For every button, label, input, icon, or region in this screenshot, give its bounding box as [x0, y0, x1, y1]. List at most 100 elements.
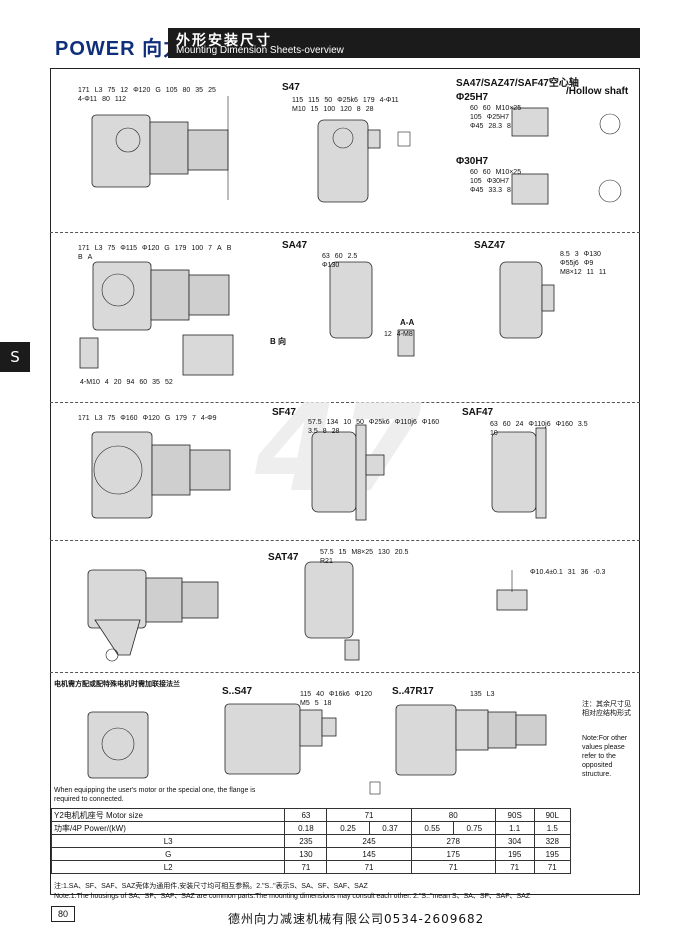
dimension-label: Φ45	[470, 187, 484, 194]
dimension-label: Φ120	[354, 691, 372, 698]
sa47-front-view	[329, 261, 415, 357]
dimension-label: M8×12	[560, 269, 582, 276]
table-cell: 63	[284, 808, 328, 822]
dimension-label: 50	[324, 97, 333, 104]
side-tab: S	[0, 342, 30, 372]
table-cell: 145	[326, 847, 412, 861]
side-note-cn: 注：其余尺寸见相对应结构形式	[582, 701, 631, 717]
section-divider	[50, 672, 640, 673]
dimension-label: 28	[331, 428, 340, 435]
dimension-label: Φ25k6	[368, 419, 390, 426]
dimension-label: 75	[107, 415, 116, 422]
table-cell: Y2电机机座号 Motor size	[50, 808, 286, 822]
dimension-label: 8	[322, 428, 327, 435]
table-cell: 71	[326, 860, 412, 874]
table-cell: G	[50, 847, 286, 861]
dimension-label: 52	[164, 379, 173, 386]
dimension-label: 7	[208, 245, 213, 252]
dimension-label: 4-M10	[80, 379, 100, 386]
dimension-label: 115	[292, 97, 304, 104]
s-47r17-view	[395, 704, 547, 776]
dimension-label: 4-Φ9	[200, 415, 217, 422]
dimension-label: 179	[362, 97, 375, 104]
dimension-label: Φ110j6	[394, 419, 417, 426]
dimension-label: Φ55j6	[560, 260, 579, 267]
dimension-label: 60	[482, 169, 491, 176]
dimension-label: 120	[340, 106, 352, 113]
dimension-label: 171	[78, 245, 90, 252]
dimension-label: M10	[292, 106, 306, 113]
table-cell: 175	[410, 847, 496, 861]
table-cell: L3	[50, 834, 286, 848]
dimension-label: 28	[365, 106, 374, 113]
dimension-label: 60	[482, 105, 491, 112]
hollow-shaft-views	[511, 107, 622, 205]
dimension-label: 3	[574, 251, 579, 258]
sa47-title: SA47	[282, 240, 308, 251]
header-title-en: Mounting Dimension Sheets-overview	[176, 45, 344, 56]
dimension-label: B	[78, 254, 83, 261]
table-cell: 功率/4P Power/(kW)	[50, 821, 286, 835]
s47-side-view	[91, 96, 229, 200]
drawing-frame	[50, 68, 640, 895]
table-cell: 1.5	[533, 821, 571, 835]
sat47-side-view	[87, 569, 219, 662]
dimension-label: 60	[334, 253, 343, 260]
table-cell: 195	[533, 847, 571, 861]
dimension-label: 57.5	[320, 549, 334, 556]
table-cell: 0.55	[410, 821, 454, 835]
dimension-label: 171	[78, 87, 90, 94]
dimension-label: G	[155, 87, 161, 94]
dimension-label: 60	[139, 379, 148, 386]
sa47-aa-label: A-A	[400, 318, 415, 327]
dimension-label: 63	[490, 421, 498, 428]
dimension-label: 18	[323, 700, 332, 707]
dimension-label: 15	[338, 549, 347, 556]
table-cell: 71	[533, 860, 571, 874]
motor-note: When equipping the user's motor or the s…	[54, 787, 256, 803]
dimension-label: L3	[94, 245, 103, 252]
hollow-d1: Φ25H7	[456, 92, 489, 103]
dimension-label: 4-M8	[396, 331, 413, 338]
saz47-view	[499, 261, 555, 339]
motor-flange-view	[87, 711, 149, 779]
table-cell: L2	[50, 860, 286, 874]
dimension-label: 35	[152, 379, 160, 386]
dimension-label: A	[87, 254, 93, 261]
table-cell: 71	[410, 860, 496, 874]
dimension-label: 36	[580, 569, 589, 576]
dimension-label: 105	[165, 87, 178, 94]
dimension-label: 4-Φ11	[379, 97, 399, 104]
dimension-label: M5	[300, 700, 310, 707]
dimension-label: 80	[182, 87, 191, 94]
table-cell: 90S	[494, 808, 535, 822]
dimension-label: 60	[470, 169, 478, 176]
hollow-subtitle: /Hollow shaft	[566, 86, 629, 97]
dimension-label: 15	[310, 106, 319, 113]
dimension-label: 112	[114, 96, 127, 103]
dimension-label: L3	[486, 691, 495, 698]
s47-title: S47	[282, 82, 300, 93]
dimension-label: B	[226, 245, 232, 252]
table-cell: 304	[494, 834, 535, 848]
dimension-label: R21	[320, 558, 333, 565]
dimension-label: Φ160	[421, 419, 440, 426]
dimension-label: 60	[502, 421, 511, 428]
table-cell: 235	[284, 834, 328, 848]
dimension-label: 20	[113, 379, 122, 386]
dimension-label: 50	[356, 419, 364, 426]
dimension-label: A	[217, 245, 222, 252]
page-header: 外形安装尺寸 Mounting Dimension Sheets-overvie…	[168, 28, 640, 58]
table-cell: 245	[326, 834, 412, 848]
dimension-label: 10	[343, 419, 352, 426]
